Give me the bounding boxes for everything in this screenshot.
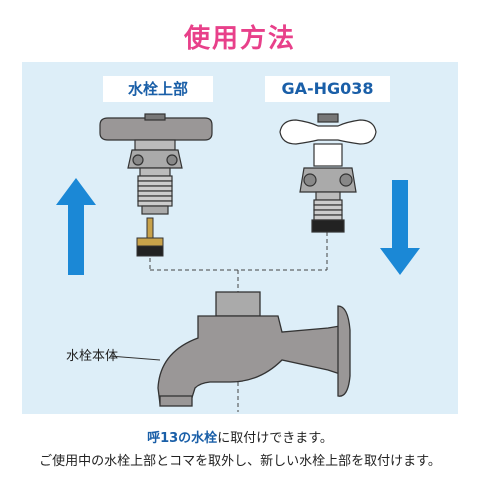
koma-washer — [136, 217, 164, 257]
faucet-body — [157, 291, 351, 407]
faucet-body-label: 水栓本体 — [66, 349, 119, 364]
new-faucet-top — [279, 113, 377, 233]
old-top-label: 水栓上部 — [103, 76, 213, 102]
up-arrow-icon — [56, 178, 96, 275]
caption-line-2: ご使用中の水栓上部とコマを取外し、新しい水栓上部を取付けます。 — [39, 454, 441, 469]
page-title: 使用方法 — [183, 24, 296, 54]
caption-line-1-rest: に取付けできます。 — [217, 431, 333, 446]
old-faucet-top — [99, 113, 213, 215]
caption-line-1: 呼13の水栓に取付けできます。 — [0, 427, 480, 446]
new-top-label: GA-HG038 — [265, 76, 390, 102]
body-leader-line — [109, 355, 161, 361]
caption-highlight: 呼13の水栓 — [147, 431, 218, 446]
down-arrow-icon — [380, 180, 420, 275]
